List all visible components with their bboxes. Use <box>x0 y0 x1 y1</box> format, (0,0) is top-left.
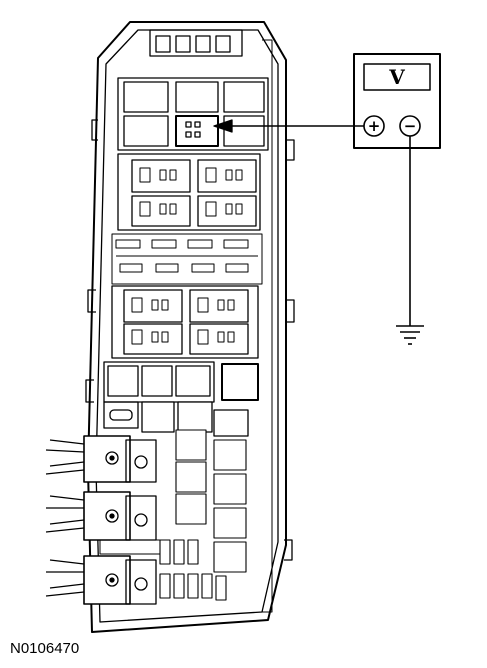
positive-terminal-symbol: + <box>368 117 381 135</box>
negative-terminal-symbol: − <box>404 117 417 135</box>
voltmeter-display <box>363 63 431 91</box>
probe-arrow-icon <box>213 119 233 133</box>
socket-pin <box>185 121 192 128</box>
power-stud-top <box>45 435 157 483</box>
power-stud-middle <box>45 491 157 541</box>
positive-test-lead <box>213 119 364 133</box>
lower-fuse-column <box>159 429 247 601</box>
socket-pin <box>194 131 201 138</box>
socket-pin <box>194 121 201 128</box>
voltmeter: V + − <box>353 53 441 149</box>
power-stud-blocks <box>45 435 161 605</box>
negative-test-lead <box>396 136 424 345</box>
voltmeter-display-label: V <box>388 65 405 89</box>
upper-relay-group <box>117 153 261 231</box>
figure-id: N0106470 <box>10 640 80 657</box>
socket-pin <box>185 131 192 138</box>
power-stud-bottom <box>45 555 157 605</box>
middle-relay-grid <box>103 361 259 437</box>
lower-relay-group <box>111 285 259 359</box>
fuse-strip <box>111 233 263 285</box>
ground-icon <box>396 325 424 345</box>
